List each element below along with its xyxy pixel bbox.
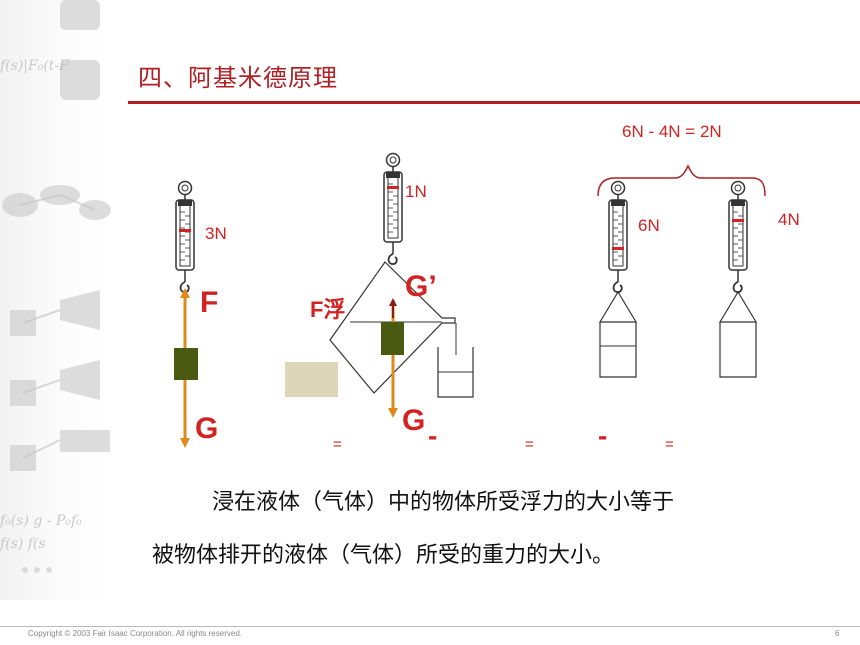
background-decoration: f(s)|F₀(t-F f₀(s) g - P₀f₀ f(s) f(s bbox=[0, 0, 130, 600]
page-title: 四、阿基米德原理 bbox=[138, 64, 338, 92]
minus-sign-2: - bbox=[598, 420, 608, 451]
spring-scale-3 bbox=[608, 180, 628, 293]
bucket-3 bbox=[598, 290, 638, 378]
arrow-down-1 bbox=[180, 438, 190, 448]
scale-2-reading: 1N bbox=[405, 182, 427, 201]
spring-scale-4 bbox=[728, 180, 748, 293]
buoyancy-arrow-head bbox=[389, 298, 397, 306]
block-1 bbox=[174, 348, 198, 380]
equals-sign-2: = bbox=[525, 436, 534, 453]
minus-sign-1: - bbox=[428, 420, 438, 451]
principle-line-1: 浸在液体（气体）中的物体所受浮力的大小等于 bbox=[212, 490, 675, 515]
scale-3-pointer bbox=[612, 247, 624, 250]
arrow-up-1 bbox=[180, 288, 190, 298]
equals-sign-3: = bbox=[665, 436, 674, 453]
gravity-g-label-2: G bbox=[402, 404, 426, 437]
footer-divider bbox=[0, 626, 860, 627]
scale-4-reading: 4N bbox=[778, 210, 800, 229]
g-prime-label: G’ bbox=[405, 270, 437, 303]
scale-1-pointer bbox=[179, 229, 191, 232]
block-2 bbox=[381, 322, 404, 355]
buoyancy-label: F浮 bbox=[310, 297, 346, 322]
displaced-water-box bbox=[285, 362, 338, 397]
scale-3-reading: 6N bbox=[638, 216, 660, 235]
formula-text: 6N - 4N = 2N bbox=[622, 122, 722, 141]
buoyancy-diagram bbox=[174, 152, 766, 448]
bucket-4 bbox=[718, 290, 758, 378]
scale-4-pointer bbox=[732, 219, 744, 222]
force-f-label: F bbox=[200, 286, 219, 319]
spring-scale-2 bbox=[383, 152, 403, 265]
scale-2-pointer bbox=[387, 186, 399, 189]
bg-formula-1: f(s)|F₀(t-F bbox=[0, 58, 70, 74]
footer-copyright: Copyright © 2003 Fair Isaac Corporation.… bbox=[28, 629, 242, 638]
principle-line-2: 被物体排开的液体（气体）所受的重力的大小。 bbox=[152, 543, 615, 568]
scale-1-reading: 3N bbox=[205, 224, 227, 243]
bg-formula-2: f₀(s) g - P₀f₀ bbox=[0, 513, 82, 529]
title-divider bbox=[128, 101, 860, 104]
spring-scale-1 bbox=[175, 180, 195, 293]
gravity-g-label-1: G bbox=[195, 412, 219, 445]
equals-sign-1: = bbox=[333, 436, 342, 453]
page-number: 6 bbox=[835, 629, 840, 638]
formula-brace bbox=[597, 164, 766, 197]
arrow-down-2 bbox=[388, 408, 398, 418]
bg-formula-3: f(s) f(s bbox=[0, 536, 46, 552]
